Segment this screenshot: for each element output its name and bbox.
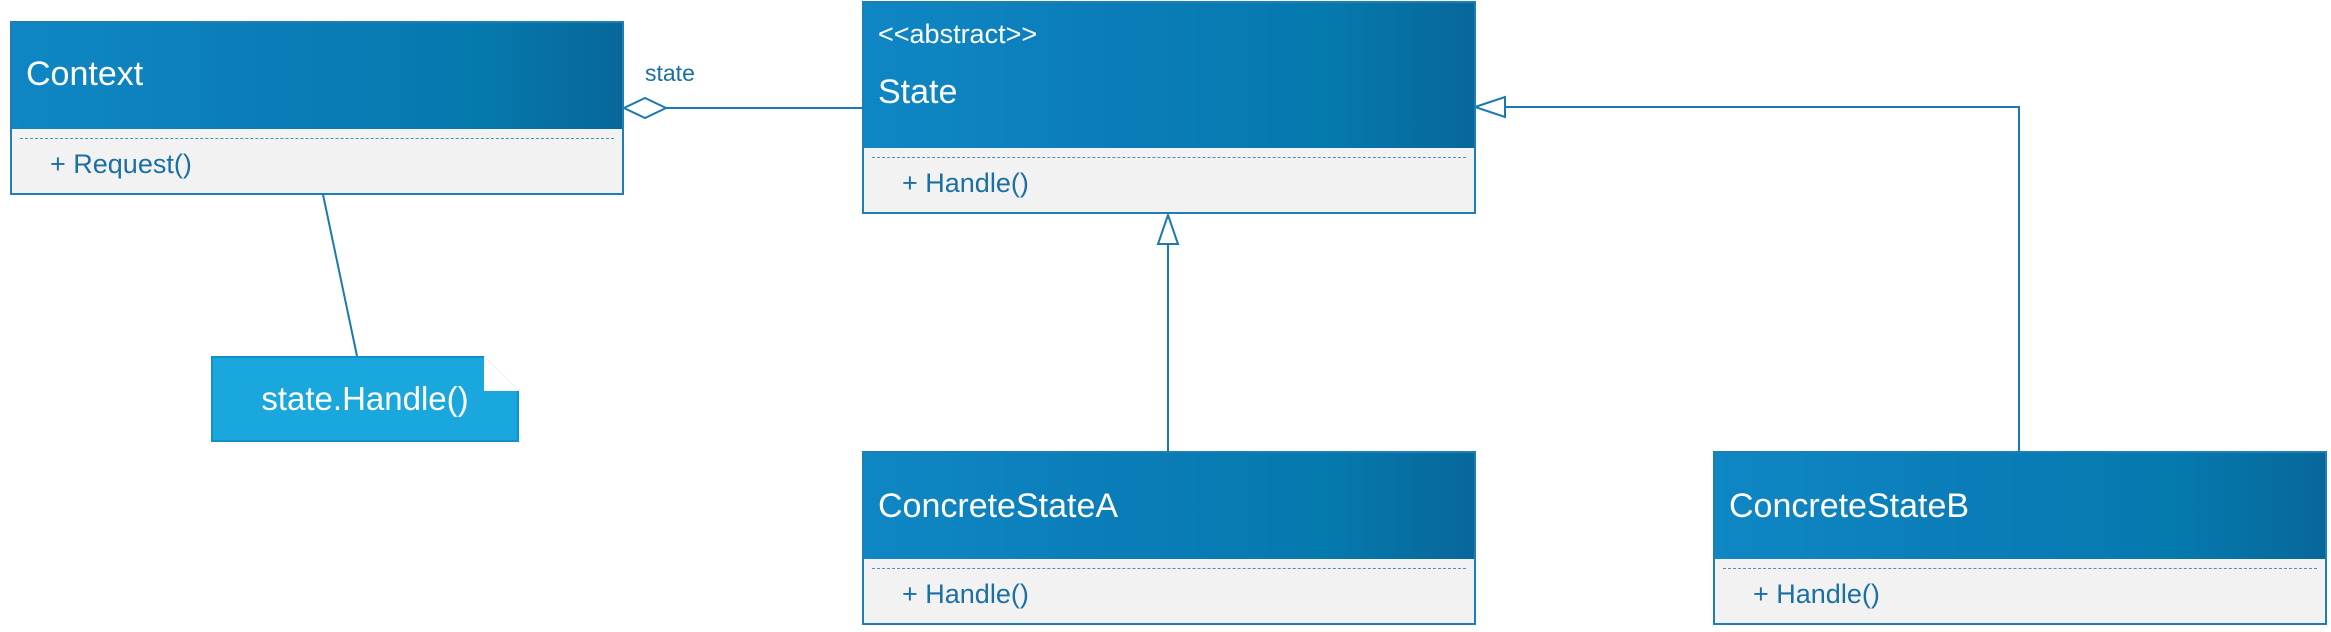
class-concrete-state-a[interactable]: ConcreteStateA + Handle() xyxy=(862,451,1476,625)
separator xyxy=(1723,568,2317,569)
class-name: State xyxy=(878,73,958,111)
separator xyxy=(872,157,1466,158)
class-header: ConcreteStateB xyxy=(1715,453,2325,559)
note-anchor-line xyxy=(320,184,358,357)
generalization-arrow-a xyxy=(1156,211,1180,245)
aggregation-diamond xyxy=(621,96,669,120)
note-text: state.Handle() xyxy=(261,380,469,417)
class-name: Context xyxy=(26,55,144,93)
operation-handle: + Handle() xyxy=(902,168,1029,198)
operation-request: + Request() xyxy=(50,149,192,179)
separator xyxy=(20,138,614,139)
operation-handle: + Handle() xyxy=(1753,579,1880,609)
class-header: <<abstract>> State xyxy=(864,3,1474,148)
class-operations: + Handle() xyxy=(864,148,1474,212)
class-header: ConcreteStateA xyxy=(864,453,1474,559)
class-operations: + Request() xyxy=(12,129,622,193)
class-name: ConcreteStateB xyxy=(1729,487,1970,525)
class-operations: + Handle() xyxy=(1715,559,2325,623)
generalization-arrow-b xyxy=(1471,95,1506,119)
class-context[interactable]: Context + Request() xyxy=(10,21,624,195)
operation-handle: + Handle() xyxy=(902,579,1029,609)
class-operations: + Handle() xyxy=(864,559,1474,623)
note[interactable]: state.Handle() xyxy=(211,356,519,442)
class-header: Context xyxy=(12,23,622,129)
generalization-line-b xyxy=(1505,106,2020,451)
class-state[interactable]: <<abstract>> State + Handle() xyxy=(862,1,1476,214)
class-concrete-state-b[interactable]: ConcreteStateB + Handle() xyxy=(1713,451,2327,625)
class-name: ConcreteStateA xyxy=(878,487,1119,525)
separator xyxy=(872,568,1466,569)
association-label: state xyxy=(645,60,695,86)
stereotype: <<abstract>> xyxy=(878,19,1038,49)
